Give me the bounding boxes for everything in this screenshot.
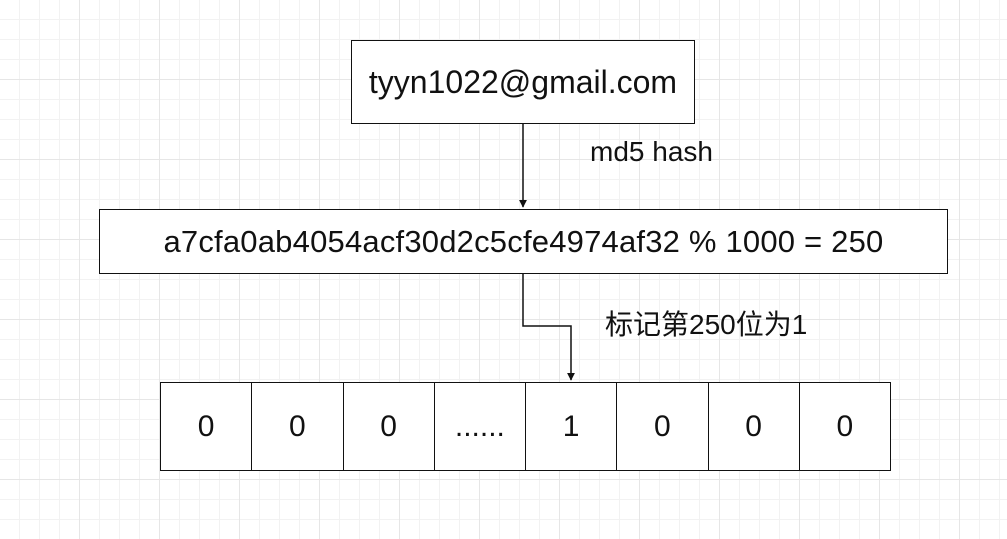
email-box: tyyn1022@gmail.com: [351, 40, 695, 124]
email-text: tyyn1022@gmail.com: [368, 63, 678, 100]
mark-arrow: [522, 274, 575, 381]
bit-cell: 0: [616, 383, 707, 470]
bit-cell: 0: [707, 383, 799, 470]
hash-step-label: md5 hash: [590, 136, 713, 167]
bit-cell: 0: [798, 383, 890, 470]
bit-cell-ellipsis: ......: [433, 383, 525, 470]
bit-array: 0 0 0 ...... 1 0 0 0: [160, 382, 891, 471]
bit-cell: 0: [197, 409, 215, 443]
hash-expression-box: a7cfa0ab4054acf30d2c5cfe4974af32 % 1000 …: [99, 209, 948, 274]
bit-cell: 0: [251, 383, 342, 470]
bit-cell-marked: 1: [525, 383, 616, 470]
hash-expression-text: a7cfa0ab4054acf30d2c5cfe4974af32 % 1000 …: [163, 223, 884, 259]
bit-cell: 0: [342, 383, 434, 470]
mark-step-label: 标记第250位为1: [605, 309, 808, 340]
